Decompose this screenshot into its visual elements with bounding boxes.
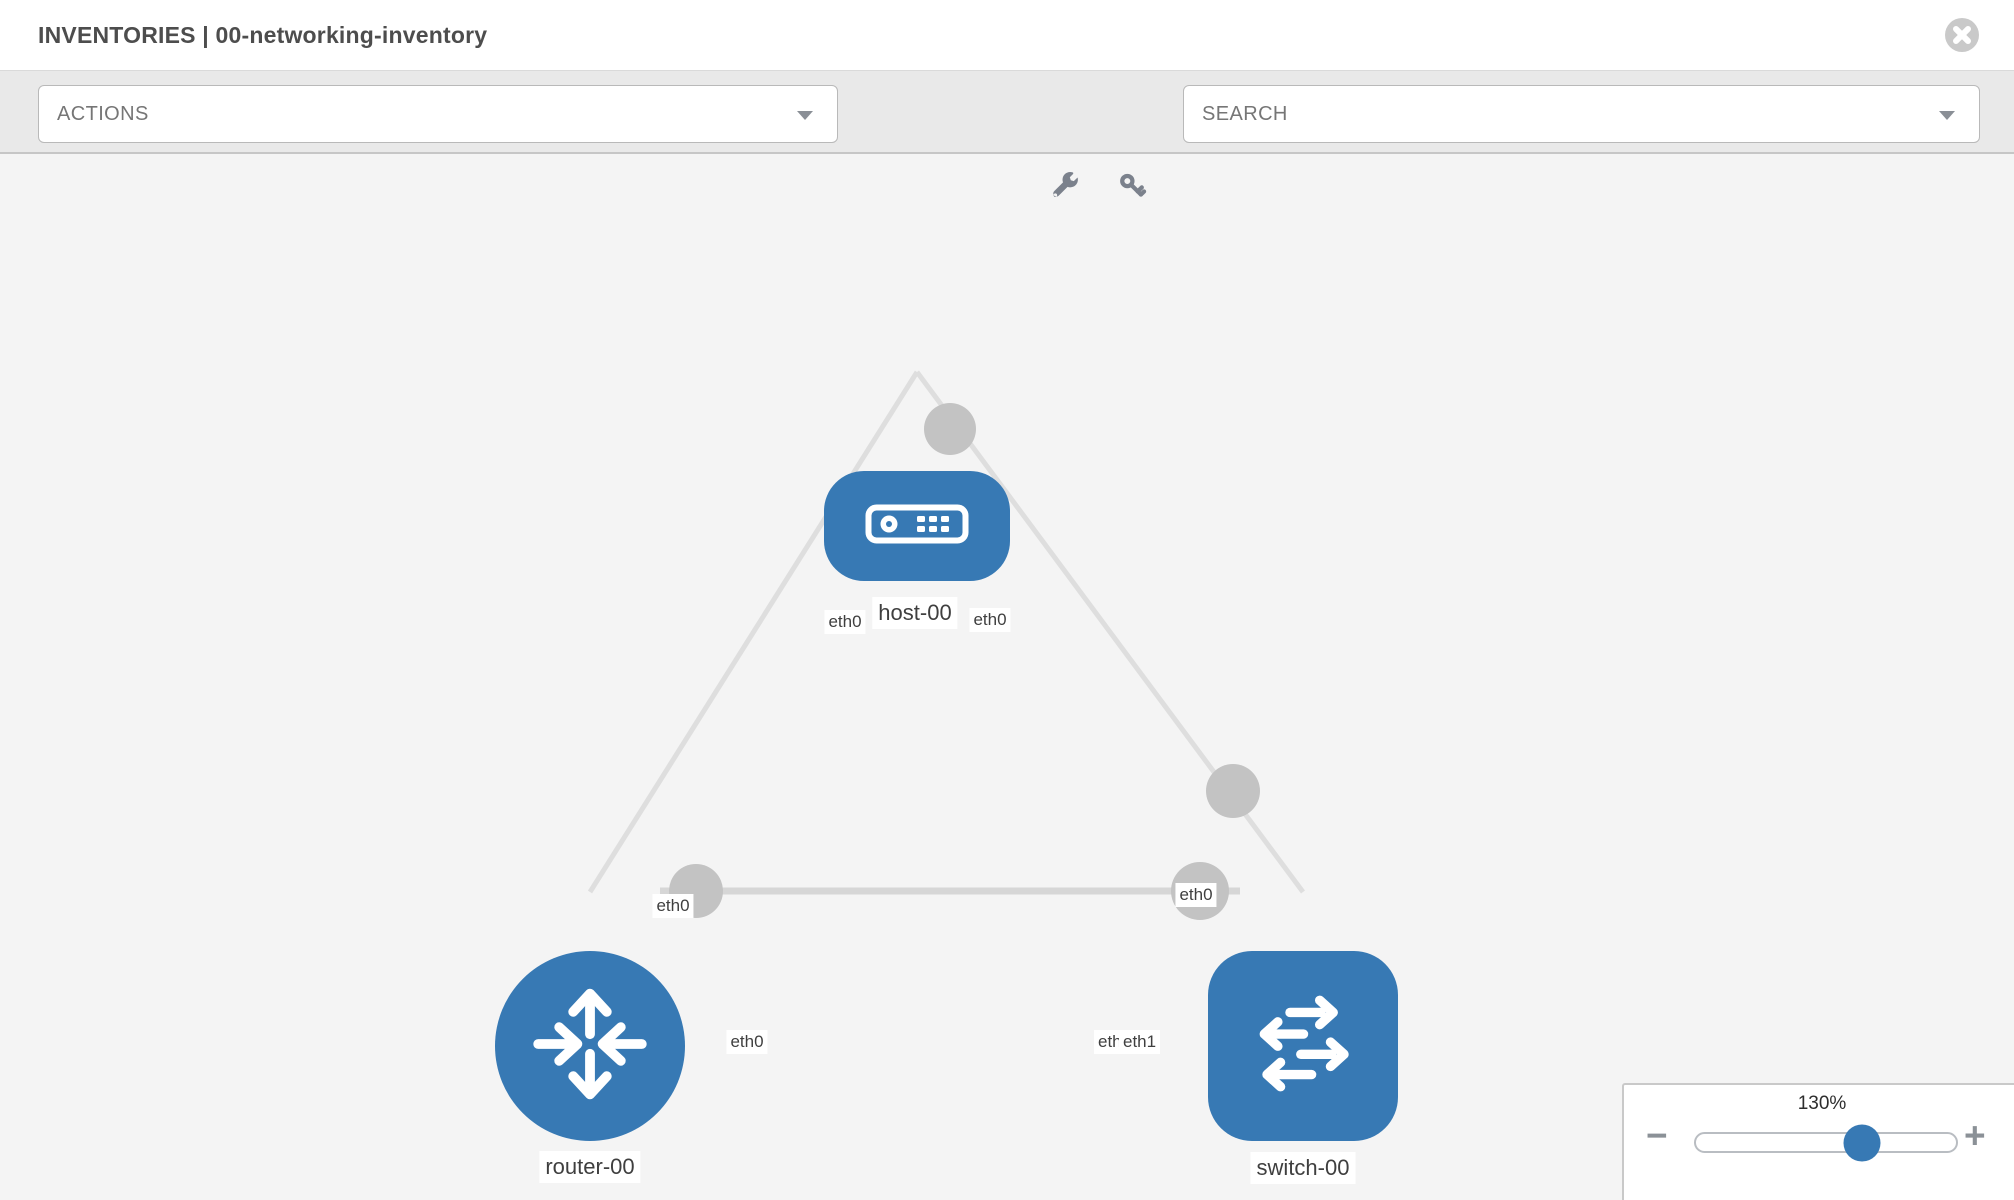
node-host-00[interactable] xyxy=(824,471,1010,581)
interface-label-router-switch-router-side: eth0 xyxy=(726,1030,768,1054)
zoom-slider-handle[interactable] xyxy=(1843,1124,1881,1161)
interface-label-host-router-host-side: eth0 xyxy=(824,610,866,634)
link-host-switch[interactable] xyxy=(914,370,1306,894)
page-title: INVENTORIES | 00-networking-inventory xyxy=(38,22,488,48)
node-router-00[interactable] xyxy=(495,951,685,1141)
chevron-down-icon xyxy=(1939,111,1955,120)
node-label-router: router-00 xyxy=(539,1151,641,1183)
close-icon xyxy=(1953,26,1971,44)
interface-label-host-router-router-side: eth0 xyxy=(652,894,694,918)
credentials-button[interactable] xyxy=(1116,169,1150,203)
interface-dot-host-bottom xyxy=(924,403,976,455)
wrench-icon xyxy=(1053,171,1079,198)
switch-icon xyxy=(1236,976,1371,1116)
search-dropdown-label: SEARCH xyxy=(1202,103,1288,125)
interface-label-host-switch-switch-side: eth0 xyxy=(1175,883,1217,907)
toolbar: ACTIONS SEARCH xyxy=(0,70,2014,198)
search-dropdown[interactable]: SEARCH xyxy=(1183,85,1980,143)
actions-dropdown-label: ACTIONS xyxy=(57,103,149,125)
key-icon xyxy=(1120,173,1147,197)
node-switch-00[interactable] xyxy=(1208,951,1398,1141)
link-host-router[interactable] xyxy=(587,370,920,894)
router-icon xyxy=(520,974,660,1119)
links-layer xyxy=(587,370,1306,920)
header: INVENTORIES | 00-networking-inventory xyxy=(0,0,2014,70)
node-label-switch: switch-00 xyxy=(1250,1152,1356,1184)
zoom-out-button[interactable]: − xyxy=(1646,1115,1668,1156)
interface-label-router-switch-switch-side: eth1 xyxy=(1119,1030,1161,1054)
zoom-level-value: 130% xyxy=(1797,1093,1847,1114)
interface-label-host-switch-host-side: eth0 xyxy=(969,608,1011,632)
host-icon xyxy=(865,504,969,549)
chevron-down-icon xyxy=(797,111,813,120)
zoom-slider[interactable] xyxy=(1694,1124,1958,1161)
topology-canvas[interactable]: host-00 router-00 switch-00 eth0 eth0 et… xyxy=(0,154,2014,1200)
actions-dropdown[interactable]: ACTIONS xyxy=(38,85,838,143)
configure-button[interactable] xyxy=(1048,169,1082,203)
node-label-host: host-00 xyxy=(872,597,958,629)
zoom-in-button[interactable]: + xyxy=(1964,1115,1986,1156)
close-button[interactable] xyxy=(1945,18,1979,52)
